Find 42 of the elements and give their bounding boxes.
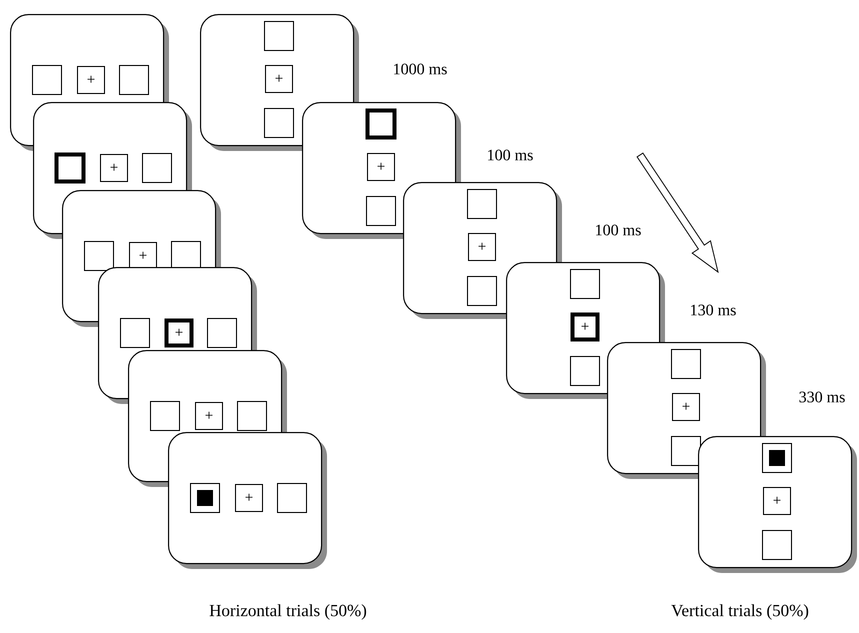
- caption: Vertical trials (50%): [671, 604, 808, 620]
- placeholder-square: [671, 349, 701, 379]
- placeholder-square: [237, 401, 267, 431]
- placeholder-square: [142, 153, 172, 183]
- placeholder-square: [467, 189, 497, 219]
- fixation-square: +: [468, 233, 496, 261]
- fixation-square: +: [100, 154, 128, 182]
- fixation-square: +: [195, 402, 223, 430]
- placeholder-square: [671, 436, 701, 466]
- duration-label: 130 ms: [691, 304, 736, 316]
- caption: Horizontal trials (50%): [210, 604, 366, 620]
- placeholder-square: [32, 65, 62, 95]
- placeholder-square: [264, 21, 294, 51]
- fixation-square: +: [367, 153, 395, 181]
- placeholder-square: [570, 269, 600, 299]
- target-square: [190, 483, 220, 513]
- placeholder-square: [207, 318, 237, 348]
- fixation-square: +: [77, 66, 105, 94]
- placeholder-square: [150, 401, 180, 431]
- target-square: [762, 443, 792, 473]
- duration-label: 330 ms: [799, 392, 845, 402]
- fixation-square: +: [129, 242, 157, 270]
- placeholder-square: [570, 356, 600, 386]
- fixation-square: +: [265, 65, 293, 93]
- placeholder-square: [366, 196, 396, 226]
- duration-label: 100 ms: [488, 150, 533, 160]
- placeholder-square: [120, 318, 150, 348]
- placeholder-square: [264, 108, 294, 138]
- fixation-square: +: [570, 312, 600, 342]
- fixation-square: +: [235, 484, 263, 512]
- duration-label: 100 ms: [596, 224, 641, 236]
- fixation-square: +: [164, 318, 194, 348]
- placeholder-square: [119, 65, 149, 95]
- fixation-square: +: [672, 393, 700, 421]
- fixation-square: +: [763, 487, 791, 515]
- placeholder-square: [84, 241, 114, 271]
- duration-label: 1000 ms: [394, 64, 447, 74]
- cue-square: [54, 152, 86, 184]
- placeholder-square: [762, 530, 792, 560]
- placeholder-square: [277, 483, 307, 513]
- cue-square: [366, 108, 396, 140]
- placeholder-square: [467, 276, 497, 306]
